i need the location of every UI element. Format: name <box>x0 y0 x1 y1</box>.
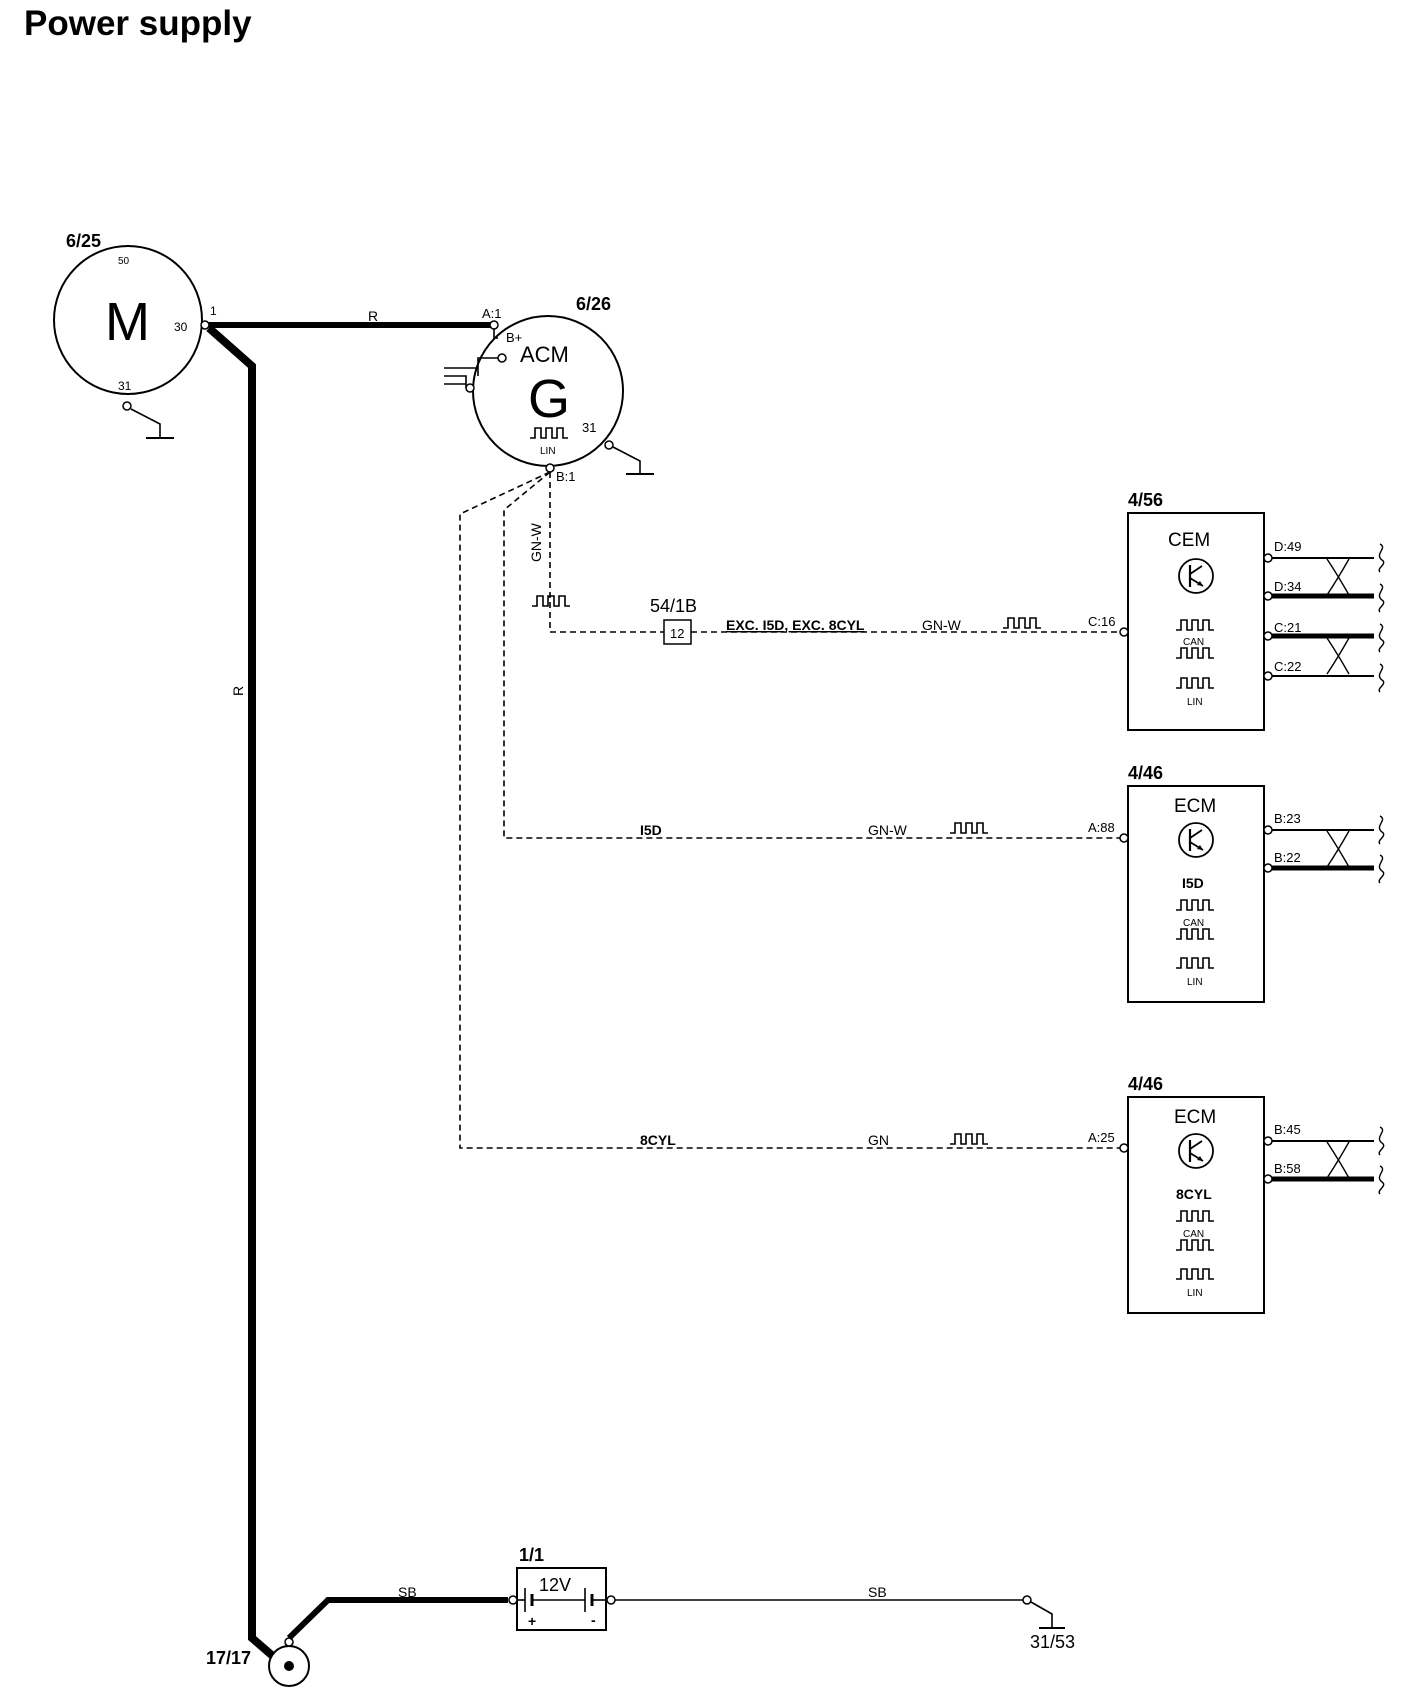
connector-ref: 54/1B <box>650 596 697 616</box>
battery-plus: + <box>528 1613 536 1629</box>
starter-pin-50: 50 <box>118 256 130 267</box>
lin-wires <box>459 471 1120 1149</box>
ecm1-pin-1: B:23 <box>1274 811 1301 826</box>
starter-pin-1: 1 <box>210 304 217 318</box>
wire-label-ecm1: GN-W <box>868 822 908 838</box>
wire-label-r-vertical: R <box>230 686 246 696</box>
alternator-bus: LIN <box>540 446 556 457</box>
wire-r: R R <box>206 308 494 1668</box>
battery-ref: 1/1 <box>519 1545 544 1565</box>
ecm2-lin-label: LIN <box>1187 1288 1203 1299</box>
alternator-terminal-icon <box>444 357 498 388</box>
junction-ref: 17/17 <box>206 1648 251 1668</box>
cem-module: 4/56 CEM CAN LIN C:16 D:49 D:34 C:21 C:2… <box>1088 490 1385 731</box>
ecm1-pin-2: B:22 <box>1274 850 1301 865</box>
starter-letter: M <box>105 292 150 352</box>
wire-label-lin-vertical: GN-W <box>528 522 544 562</box>
ecm1-ref: 4/46 <box>1128 763 1163 783</box>
alternator-pin-b1: B:1 <box>556 469 576 484</box>
cem-pin-2: D:34 <box>1274 579 1301 594</box>
ecm1-variant: I5D <box>1182 875 1204 891</box>
ground-point-ref: 31/53 <box>1030 1632 1075 1652</box>
ecm2-variant: 8CYL <box>1176 1186 1212 1202</box>
alternator-ground-icon <box>612 446 654 475</box>
starter-ground-icon <box>130 408 174 439</box>
cem-pin-4: C:22 <box>1274 659 1301 674</box>
starter-motor: 6/25 50 M 30 31 1 <box>53 231 217 411</box>
starter-pin-31: 31 <box>118 379 132 393</box>
page-title: Power supply <box>24 4 252 43</box>
wire-label-sb-right: SB <box>868 1584 887 1600</box>
cem-pin-3: C:21 <box>1274 620 1301 635</box>
wire-label-ecm2: GN <box>868 1132 889 1148</box>
condition-ecm2: 8CYL <box>640 1132 676 1148</box>
battery: 1/1 12V + - <box>508 1545 616 1631</box>
ecm1-name: ECM <box>1174 796 1216 817</box>
alternator-name: ACM <box>520 342 569 367</box>
junction-17-17: 17/17 <box>206 1637 310 1687</box>
ecm2-can-label: CAN <box>1183 1229 1204 1240</box>
wire-label-cem: GN-W <box>922 617 962 633</box>
ecm2-lin-pin: A:25 <box>1088 1130 1115 1145</box>
cem-name: CEM <box>1168 530 1210 551</box>
ecm2-pin-2: B:58 <box>1274 1161 1301 1176</box>
cem-pin-1: D:49 <box>1274 539 1301 554</box>
ecm2-pin-1: B:45 <box>1274 1122 1301 1137</box>
ecm-8cyl-module: 4/46 ECM 8CYL CAN LIN A:25 B:45 B:58 <box>1088 1074 1385 1314</box>
condition-cem: EXC. I5D, EXC. 8CYL <box>726 617 865 633</box>
wire-sb: SB SB <box>286 1584 1023 1641</box>
alternator-pin-31: 31 <box>582 420 596 435</box>
wire-label-r-top: R <box>368 308 378 324</box>
starter-ref: 6/25 <box>66 231 101 251</box>
battery-minus: - <box>591 1612 596 1628</box>
cem-ref: 4/56 <box>1128 490 1163 510</box>
ecm1-lin-pin: A:88 <box>1088 820 1115 835</box>
starter-pin-30: 30 <box>174 320 188 334</box>
ecm-i5d-module: 4/46 ECM I5D CAN LIN A:88 B:23 B:22 <box>1088 763 1385 1003</box>
alternator-ref: 6/26 <box>576 294 611 314</box>
condition-ecm1: I5D <box>640 822 662 838</box>
battery-voltage: 12V <box>539 1575 571 1595</box>
wire-label-sb-left: SB <box>398 1584 417 1600</box>
alternator-pin-a1: A:1 <box>482 306 502 321</box>
ecm2-ref: 4/46 <box>1128 1074 1163 1094</box>
ecm2-name: ECM <box>1174 1107 1216 1128</box>
ecm1-can-label: CAN <box>1183 918 1204 929</box>
alternator: 6/26 A:1 B+ ACM G LIN 31 B:1 <box>465 294 624 484</box>
connector-54-1b: 12 54/1B <box>650 596 697 645</box>
ecm1-lin-label: LIN <box>1187 977 1203 988</box>
alternator-pin-bplus: B+ <box>506 330 522 345</box>
connector-pin: 12 <box>670 626 684 641</box>
cem-lin-pin: C:16 <box>1088 614 1115 629</box>
ground-point-31-53: 31/53 <box>1022 1595 1075 1652</box>
ground-icon <box>1030 1601 1065 1629</box>
cem-lin-label: LIN <box>1187 697 1203 708</box>
alternator-letter: G <box>528 369 570 429</box>
cem-can-label: CAN <box>1183 637 1204 648</box>
